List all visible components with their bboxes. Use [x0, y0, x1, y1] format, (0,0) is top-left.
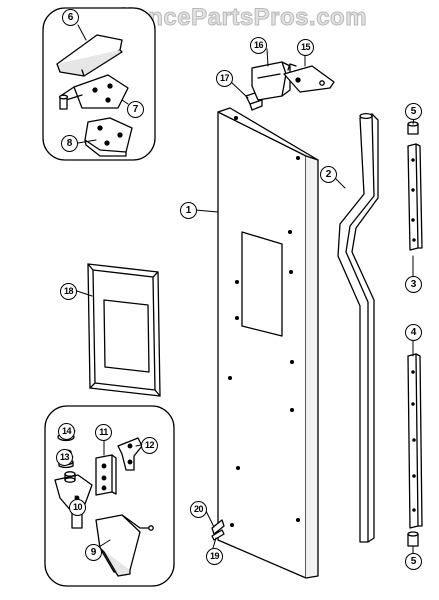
hinge-bracket-part [95, 454, 117, 496]
callout-1: 1 [180, 202, 197, 219]
callout-4: 4 [405, 324, 422, 341]
callout-7: 7 [127, 101, 144, 118]
dispenser-frame-part [87, 263, 161, 397]
trim-top-part [407, 143, 423, 251]
callout-16: 16 [250, 37, 267, 54]
cam-part [283, 63, 335, 93]
door-shim-part [211, 529, 225, 541]
callout-13: 13 [56, 449, 73, 466]
callout-9: 9 [85, 544, 102, 561]
hinge-shim-part [84, 117, 133, 157]
callout-15: 15 [297, 39, 314, 56]
callout-17: 17 [216, 70, 233, 87]
end-cap-bottom-part [407, 531, 419, 547]
callout-19: 19 [206, 548, 223, 565]
cam-spring-part [251, 61, 291, 101]
callout-2: 2 [320, 166, 337, 183]
callout-11: 11 [95, 424, 112, 441]
door-panel-part [217, 107, 319, 579]
bottom-hinge-inset-box [44, 405, 175, 587]
trim-bottom-part [407, 353, 423, 529]
callout-14: 14 [58, 423, 75, 440]
callout-10: 10 [69, 499, 86, 516]
door-handle-part [337, 112, 379, 543]
callout-12: 12 [141, 437, 158, 454]
callout-5-top: 5 [405, 103, 422, 120]
callout-3: 3 [405, 276, 422, 293]
callout-18: 18 [60, 283, 77, 300]
top-hinge-cover-part [56, 34, 123, 77]
callout-5-bottom: 5 [405, 553, 422, 570]
callout-20: 20 [190, 501, 207, 518]
bottom-hinge-cover-part [95, 514, 154, 577]
top-hinge-part [58, 74, 129, 110]
callout-6: 6 [62, 9, 79, 26]
door-stop-part [211, 519, 225, 535]
callout-8: 8 [61, 135, 78, 152]
